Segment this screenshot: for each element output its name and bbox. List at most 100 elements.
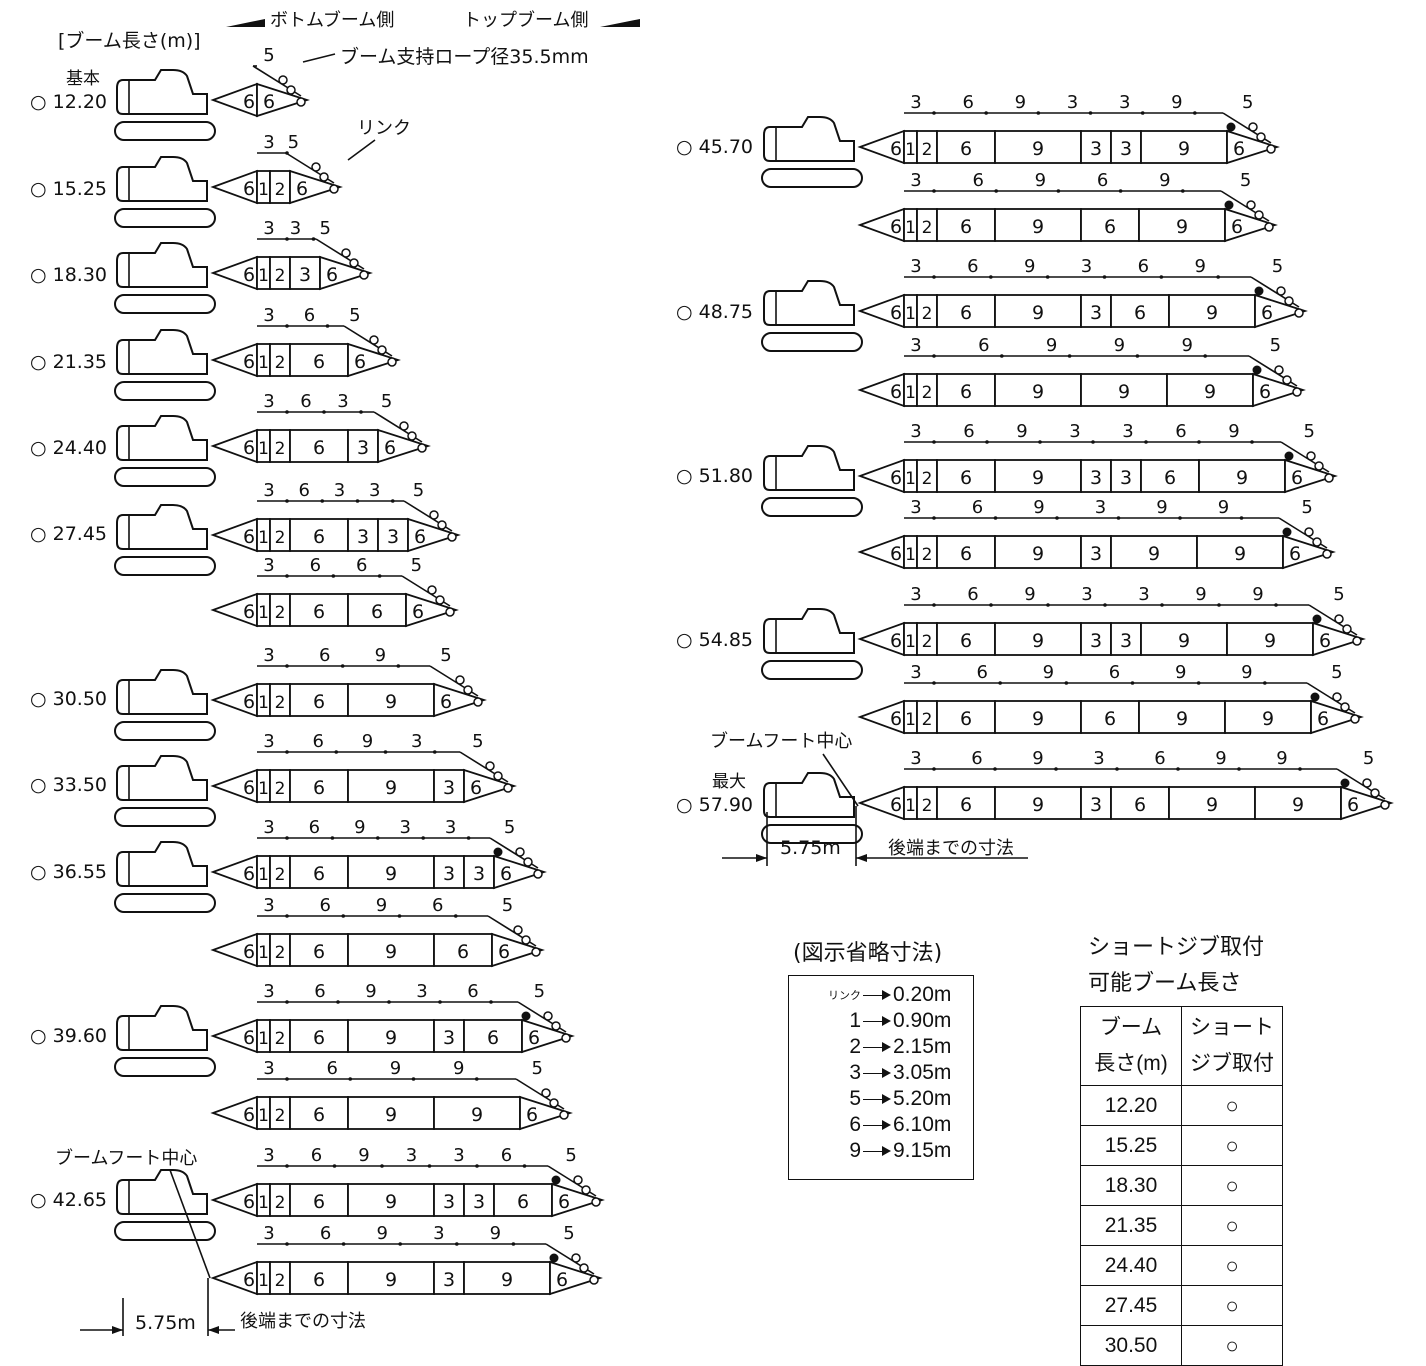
boom-section [1168,786,1256,820]
boom-section [463,855,495,889]
link-ring-icon [1362,778,1372,788]
section-label: 6 [960,302,972,324]
boom-top-taper [493,854,547,890]
boom-length-note: 最大 [712,772,746,792]
section-label: 6 [313,1027,325,1049]
section-label: 9 [385,941,397,963]
pendant-label: 3 [910,170,921,191]
table-row: 18.30○ [1080,1165,1283,1206]
pendant-label: 9 [1114,335,1125,356]
link-ring-icon [311,162,321,172]
link-ring-icon [1370,788,1380,798]
link-ring-icon [533,869,543,879]
link-ring-icon [589,1275,599,1285]
pendant-label: 3 [1093,748,1104,769]
boom-top-taper [491,932,545,968]
pendant-label: 9 [1032,748,1043,769]
section-label: 6 [243,1191,255,1213]
pendant-label: 3 [263,1223,274,1244]
link-ring-icon [503,783,513,793]
section-label: 6 [960,543,972,565]
foot-center-leader-left [169,1169,211,1279]
short-jib-title: ショートジブ取付 可能ブーム長さ [1088,935,1265,996]
boom-top-taper [1254,293,1308,329]
boom-section [433,1019,465,1053]
boom-section [936,130,996,164]
section-label: 3 [1120,467,1132,489]
link-ring-icon [1264,222,1274,232]
tail-dimension-right [722,806,1028,866]
pendant-label: 5 [349,305,360,326]
boom-top-taper [407,517,461,553]
pendant-label: 3 [1119,92,1130,113]
pendant-label: 3 [416,981,427,1002]
link-leader-line [347,139,376,161]
crane-body-icon [114,415,216,487]
pendant-label: 3 [1081,584,1092,605]
pendant-label: 9 [1046,335,1057,356]
section-label: 9 [385,1269,397,1291]
boom-length-label: ○ 39.60 [30,1025,107,1047]
boom-length-label: ○ 18.30 [30,264,107,286]
section-label: 9 [1032,543,1044,565]
pendant-label: 3 [399,817,410,838]
section-label: 6 [326,264,338,286]
boom-section [936,294,996,328]
section-label: 6 [890,302,902,324]
pendant-label: 3 [910,92,921,113]
boom-top-taper [433,682,487,718]
section-label: 6 [960,708,972,730]
crane-body-icon [761,116,863,188]
section-label: 9 [385,863,397,885]
section-label: 9 [1204,381,1216,403]
pendant-label: 6 [1175,421,1186,442]
pendant-label: 3 [910,662,921,683]
arrow-icon [863,990,891,1000]
boom-section [1110,459,1142,493]
pendant-label: 5 [1301,497,1312,518]
pendant-label: 3 [263,817,274,838]
section-label: 2 [275,603,286,623]
boom-length-label: ○ 36.55 [30,861,107,883]
section-label: 6 [960,138,972,160]
pendant-label: 5 [288,132,299,153]
pendant-label: 6 [972,170,983,191]
pendant-label: 3 [263,731,274,752]
section-label: 9 [1264,630,1276,652]
pendant-label: 3 [263,218,274,239]
section-label: 6 [243,777,255,799]
section-label: 3 [443,863,455,885]
pendant-label: 3 [445,817,456,838]
section-label: 1 [905,710,916,730]
boom-section [994,535,1082,569]
link-ring-icon [399,421,409,431]
section-label: 6 [890,708,902,730]
boom-section [936,786,996,820]
pendant-label: 3 [263,645,274,666]
bottom-side-arrow [226,19,265,27]
link-ring-icon [541,1088,551,1098]
section-label: 6 [243,526,255,548]
section-label: 3 [1090,543,1102,565]
pendant-label: 9 [1033,497,1044,518]
pendant-label: 9 [1252,584,1263,605]
section-label: 6 [243,601,255,623]
pin-dot [1310,692,1320,702]
section-label: 2 [275,1106,286,1126]
link-ring-icon [573,1175,583,1185]
boom-section [1254,786,1342,820]
section-label: 6 [1289,543,1301,565]
crane-body-icon [114,1169,216,1241]
boom-section [289,855,349,889]
section-label: 2 [275,943,286,963]
link-ring-icon [543,1011,553,1021]
boom-section [347,593,407,627]
link-ring-icon [1334,614,1344,624]
boom-section [936,535,996,569]
link-ring-icon [296,97,306,107]
